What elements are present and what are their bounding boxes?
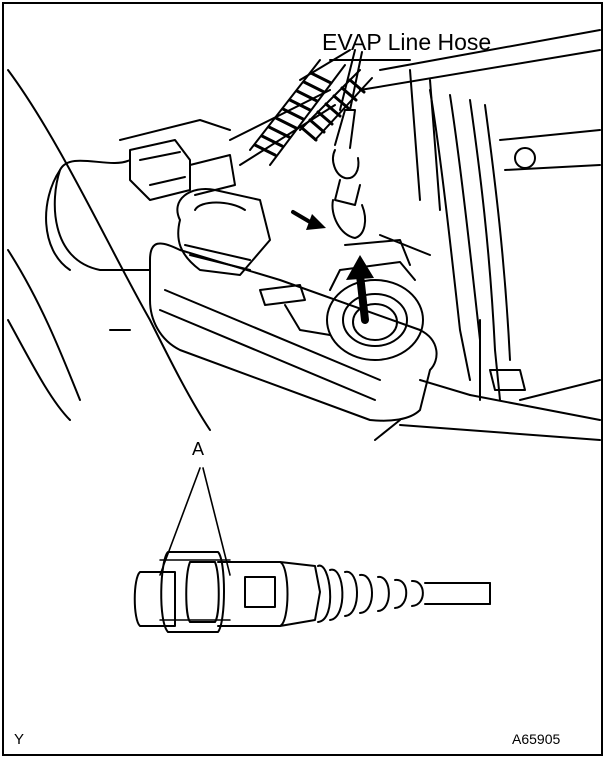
connector-detail-view (133, 467, 491, 633)
callout-label-a: A (192, 439, 205, 459)
evap-line-hose-label: EVAP Line Hose (322, 29, 492, 55)
corner-mark: Y (14, 731, 25, 748)
figure-code: A65905 (512, 731, 561, 747)
engine-bay-view (7, 29, 601, 441)
